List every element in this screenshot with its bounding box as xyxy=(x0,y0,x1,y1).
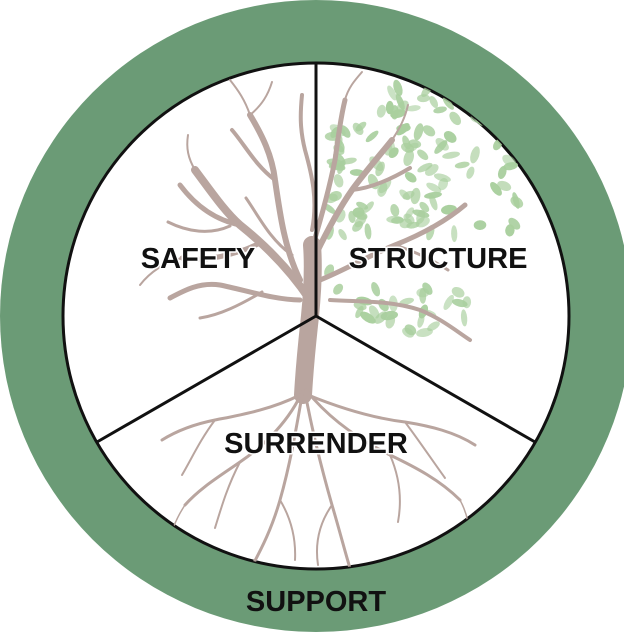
leaf xyxy=(404,324,417,336)
leaf xyxy=(360,311,376,324)
leaf xyxy=(454,161,470,169)
leaf xyxy=(490,182,502,196)
divider-left xyxy=(95,314,318,444)
leaf xyxy=(399,297,414,306)
leaf xyxy=(365,130,379,143)
leaf xyxy=(470,146,480,164)
leaf xyxy=(443,130,457,143)
leaf xyxy=(505,224,515,237)
leaf xyxy=(404,172,417,183)
leaf xyxy=(376,104,386,118)
leaf xyxy=(415,216,430,228)
leaf xyxy=(385,100,394,115)
tree-icon xyxy=(139,71,472,404)
leaf xyxy=(417,162,433,173)
leaf xyxy=(419,288,427,304)
leaf xyxy=(451,298,468,308)
leaf xyxy=(429,96,439,108)
leaf xyxy=(413,123,424,141)
segment-label-surrender: SURRENDER xyxy=(224,428,408,460)
leaf xyxy=(378,178,392,194)
segment-label-structure: STRUCTURE xyxy=(349,243,528,275)
leaf xyxy=(355,121,367,132)
leaf xyxy=(497,180,512,191)
leaf xyxy=(433,106,447,114)
leaf xyxy=(442,97,454,110)
leaf xyxy=(510,196,524,208)
leaf xyxy=(419,201,430,213)
leaf xyxy=(412,209,430,218)
outer-label-support: SUPPORT xyxy=(246,586,386,618)
leaf xyxy=(333,283,344,295)
leaf xyxy=(387,85,397,101)
leaf xyxy=(364,223,372,240)
leaf xyxy=(371,282,381,297)
leaf xyxy=(403,149,414,167)
leaf xyxy=(402,135,411,150)
leaf xyxy=(386,215,404,224)
leaf xyxy=(451,286,465,298)
leaf xyxy=(427,321,440,332)
leaf xyxy=(356,201,369,210)
leaf xyxy=(333,174,344,188)
leaf xyxy=(393,79,403,97)
leaf xyxy=(497,166,507,179)
leaf xyxy=(390,204,400,217)
leaf xyxy=(363,201,374,213)
leaf xyxy=(402,190,415,200)
leaf xyxy=(354,214,367,228)
leaf xyxy=(442,151,460,159)
leaf xyxy=(451,225,458,243)
leaf xyxy=(417,94,430,103)
leaf xyxy=(466,166,475,179)
segment-label-safety: SAFETY xyxy=(141,243,255,275)
leaf xyxy=(390,109,406,119)
leaf xyxy=(395,93,405,110)
leaf xyxy=(502,154,517,168)
leaf xyxy=(405,207,415,219)
leaves-icon xyxy=(322,79,524,338)
divider-right xyxy=(314,314,537,444)
leaf xyxy=(473,220,487,231)
leaf xyxy=(355,305,364,319)
leaf xyxy=(425,164,439,176)
leaf xyxy=(449,111,462,126)
leaf xyxy=(396,123,410,136)
leaf xyxy=(435,137,449,151)
leaf xyxy=(438,178,449,191)
leaf xyxy=(460,309,468,327)
leaf xyxy=(405,105,421,112)
leaf xyxy=(352,207,365,218)
leaf xyxy=(426,182,442,193)
leaf xyxy=(422,125,436,137)
leaf xyxy=(380,310,399,321)
leaf xyxy=(417,313,425,328)
leaf xyxy=(338,229,347,241)
segment-dividers xyxy=(95,61,537,444)
leaf xyxy=(417,149,429,161)
leaf xyxy=(443,294,454,310)
leaf xyxy=(429,194,438,211)
